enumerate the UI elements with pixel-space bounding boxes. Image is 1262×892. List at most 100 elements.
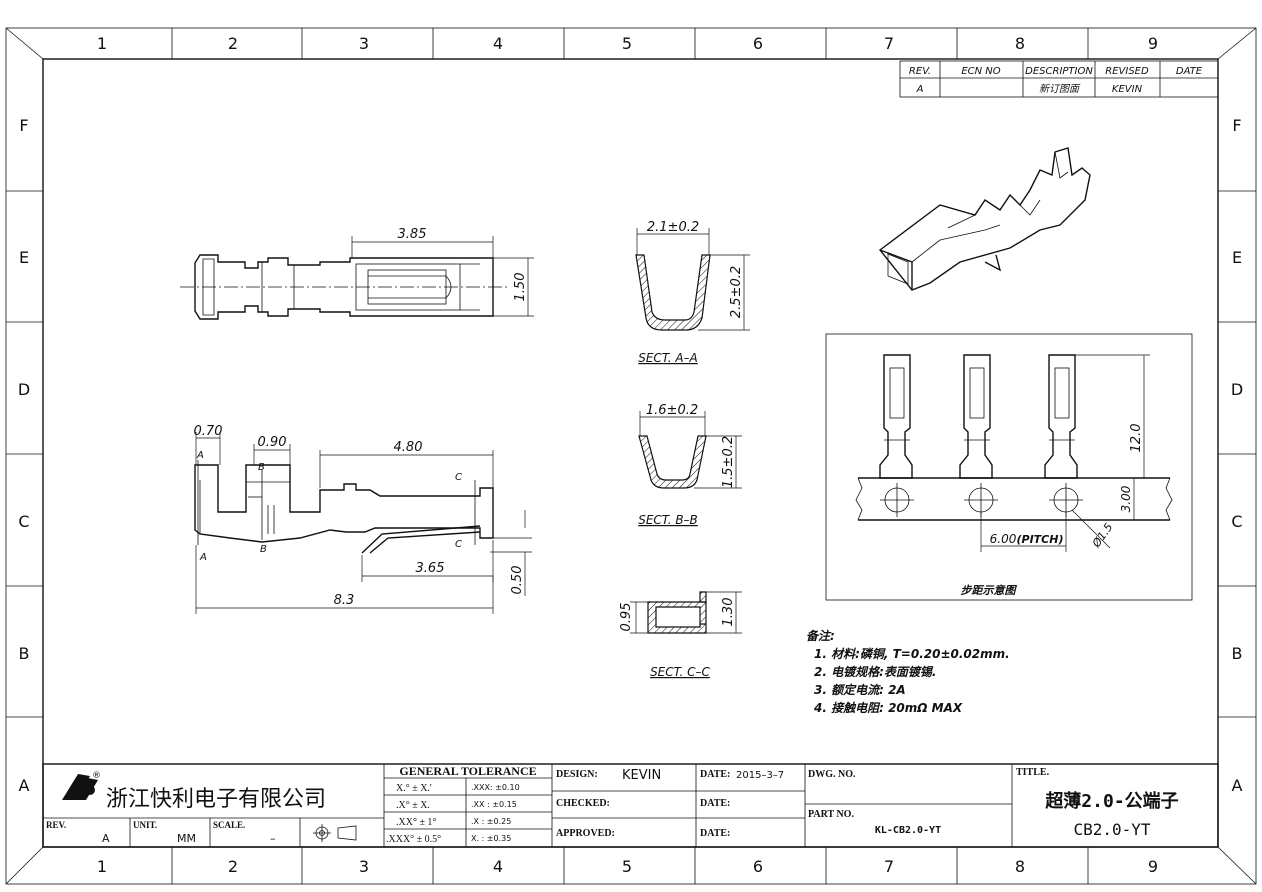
row-label: C (18, 512, 29, 531)
pitch-dim-height: 12.0 (1129, 424, 1144, 453)
row-label: E (1232, 248, 1242, 267)
col-label: 7 (884, 857, 894, 876)
company-logo: ® (62, 771, 101, 800)
title-value: 超薄2.0-公端子 (1045, 790, 1178, 812)
isometric-view (879, 147, 1091, 291)
section-b-label: SECT. B–B (638, 513, 698, 527)
col-label: 3 (359, 34, 369, 53)
row-label: C (1231, 512, 1242, 531)
col-label: 5 (622, 857, 632, 876)
column-labels-bottom: 1 2 3 4 5 6 7 8 9 (97, 857, 1158, 876)
section-c-label: SECT. C–C (650, 665, 710, 679)
sheet-border (5, 27, 1257, 885)
date-value: 2015–3–7 (736, 770, 784, 781)
col-label: 6 (753, 34, 763, 53)
row-label: B (1232, 644, 1243, 663)
tolerance-linear: .XX : ±0.15 (471, 800, 517, 809)
company-name: 浙江快利电子有限公司 (106, 787, 326, 812)
tolerance-angle: X.° ± X.' (396, 783, 432, 794)
note-item: 1. 材料:磷铜, T=0.20±0.02mm. (814, 647, 1010, 661)
tolerance-title: GENERAL TOLERANCE (399, 764, 536, 778)
col-label: 4 (493, 34, 503, 53)
column-labels-top: 1 2 3 4 5 6 7 8 9 (97, 34, 1158, 53)
pitch-dim-hole: Ø1.5 (1089, 521, 1115, 551)
tolerance-linear: X. : ±0.35 (471, 834, 511, 843)
notes: 备注: 1. 材料:磷铜, T=0.20±0.02mm. 2. 电镀规格:表面镀… (806, 629, 1010, 715)
col-label: 7 (884, 34, 894, 53)
section-b-width: 1.6±0.2 (646, 403, 698, 418)
section-marker-b: B (260, 544, 267, 555)
tolerance-linear: .XXX: ±0.10 (471, 783, 520, 792)
col-label: 2 (228, 857, 238, 876)
section-a-a: 2.1±0.2 2.5±0.2 SECT. A–A (635, 220, 750, 365)
section-b-b: 1.6±0.2 1.5±0.2 SECT. B–B (638, 403, 742, 527)
rev-header: DATE (1176, 66, 1203, 77)
section-a-height: 2.5±0.2 (729, 266, 744, 318)
note-item: 4. 接触电阻: 20mΩ MAX (813, 701, 963, 715)
rev-header: REVISED (1105, 66, 1149, 77)
date-label: DATE: (700, 828, 730, 839)
title-label: TITLE. (1016, 767, 1050, 778)
col-label: 1 (97, 857, 107, 876)
section-marker-a: A (199, 552, 207, 563)
row-labels-right: F E D C B A (1231, 116, 1243, 795)
approved-label: APPROVED: (556, 828, 615, 839)
rev-header: DESCRIPTION (1025, 66, 1093, 77)
section-c-height: 1.30 (721, 598, 736, 627)
projection-symbol-icon (313, 824, 357, 842)
dim-total: 8.3 (334, 593, 355, 608)
tolerance-angle: .XX° ± 1° (396, 817, 436, 828)
dim-e: 0.50 (510, 566, 525, 595)
col-label: 9 (1148, 34, 1158, 53)
dim-length: 3.85 (398, 227, 427, 242)
row-label: D (18, 380, 30, 399)
unit-label: UNIT. (133, 820, 157, 830)
title-block: ® 浙江快利电子有限公司 REV. UNIT. SCALE. A MM – GE… (42, 763, 1219, 848)
pitch-caption: 步距示意图 (961, 584, 1018, 597)
section-marker-c: C (455, 472, 462, 483)
section-marker-b: B (258, 462, 265, 473)
revision-table: REV. ECN NO DESCRIPTION REVISED DATE A 新… (899, 60, 1219, 98)
row-label: F (1232, 116, 1241, 135)
col-label: 4 (493, 857, 503, 876)
pitch-dim-strip: 3.00 (1119, 485, 1133, 512)
section-c-width: 0.95 (619, 603, 634, 632)
svg-text:®: ® (92, 771, 101, 781)
col-label: 8 (1015, 857, 1025, 876)
rev-header: ECN NO (961, 66, 1000, 77)
note-item: 2. 电镀规格:表面镀锡. (814, 665, 936, 679)
section-a-label: SECT. A–A (638, 351, 698, 365)
rev-cell: A (916, 84, 924, 95)
col-label: 6 (753, 857, 763, 876)
title-code: CB2.0-YT (1073, 820, 1150, 839)
rev-header: REV. (909, 66, 931, 77)
pitch-note: (PITCH) (1017, 533, 1064, 546)
dwg-label: DWG. NO. (808, 769, 856, 780)
row-label: F (19, 116, 28, 135)
dim-c: 4.80 (394, 440, 423, 455)
section-marker-c: C (455, 539, 462, 550)
notes-title: 备注: (806, 629, 835, 643)
row-label: B (19, 644, 30, 663)
col-label: 1 (97, 34, 107, 53)
section-c-c: 0.95 1.30 SECT. C–C (619, 591, 742, 679)
date-label: DATE: (700, 798, 730, 809)
date-label: DATE: (700, 769, 730, 780)
row-label: D (1231, 380, 1243, 399)
dim-b: 0.90 (258, 435, 287, 450)
dim-d: 3.65 (416, 561, 445, 576)
section-marker-a: A (196, 450, 204, 461)
pitch-dim-pitch: 6.00 (990, 532, 1017, 546)
tolerance-linear: .X : ±0.25 (471, 817, 511, 826)
rev-cell: 新订图面 (1039, 83, 1081, 95)
col-label: 9 (1148, 857, 1158, 876)
section-b-height: 1.5±0.2 (721, 436, 736, 488)
scale-label: SCALE. (213, 820, 245, 830)
col-label: 8 (1015, 34, 1025, 53)
section-a-width: 2.1±0.2 (647, 220, 699, 235)
note-item: 3. 额定电流: 2A (814, 683, 906, 697)
tolerance-angle: .X° ± X. (396, 800, 430, 811)
side-view: A A B B C C 0.70 0.90 4.80 3.65 0.50 8.3 (194, 424, 532, 614)
rev-cell: KEVIN (1112, 84, 1143, 95)
